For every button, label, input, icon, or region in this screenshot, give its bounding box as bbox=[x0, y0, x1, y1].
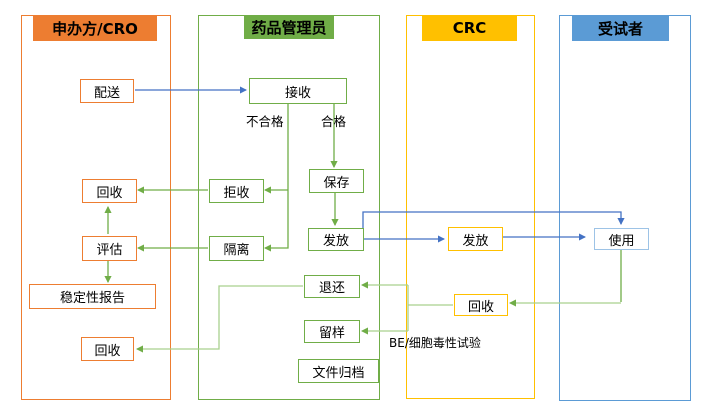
node-receive-label: 接收 bbox=[284, 85, 311, 101]
edge-label-unqualified: 不合格 bbox=[246, 114, 284, 129]
node-recycle-bottom-label: 回收 bbox=[94, 343, 121, 359]
node-dispense-pharmacy-label: 发放 bbox=[322, 234, 349, 249]
lane-title-subject: 受试者 bbox=[597, 19, 643, 38]
lane-title-sponsor: 申办方/CRO bbox=[52, 19, 138, 38]
node-use: 使用 bbox=[594, 228, 649, 250]
node-return: 退还 bbox=[304, 275, 360, 298]
node-evaluate: 评估 bbox=[82, 236, 137, 261]
lane-header-pharmacist: 药品管理员 bbox=[244, 15, 334, 39]
node-dispense-pharmacy: 发放 bbox=[308, 228, 364, 251]
node-file-archive-label: 文件归档 bbox=[312, 365, 365, 381]
node-return-label: 退还 bbox=[318, 281, 345, 296]
node-delivery-label: 配送 bbox=[93, 85, 120, 101]
edge-label-be-test: BE/细胞毒性试验 bbox=[389, 336, 481, 350]
node-stability-report: 稳定性报告 bbox=[29, 284, 156, 309]
lane-title-crc: CRC bbox=[452, 19, 487, 37]
node-recycle-crc: 回收 bbox=[454, 294, 508, 316]
node-quarantine: 隔离 bbox=[209, 236, 264, 261]
lane-subject bbox=[559, 15, 691, 401]
lane-header-crc: CRC bbox=[422, 15, 517, 41]
node-reject: 拒收 bbox=[209, 179, 264, 203]
node-use-label: 使用 bbox=[608, 233, 635, 249]
node-recycle-top-label: 回收 bbox=[96, 185, 123, 201]
node-recycle-crc-label: 回收 bbox=[467, 299, 494, 315]
edge-label-qualified: 合格 bbox=[321, 114, 347, 129]
node-reject-label: 拒收 bbox=[223, 185, 250, 201]
node-retain-sample-label: 留样 bbox=[318, 326, 345, 341]
node-store-label: 保存 bbox=[323, 175, 350, 191]
node-store: 保存 bbox=[309, 169, 364, 193]
node-recycle-top: 回收 bbox=[82, 179, 137, 203]
lane-header-sponsor: 申办方/CRO bbox=[33, 15, 157, 41]
node-quarantine-label: 隔离 bbox=[223, 243, 250, 258]
node-retain-sample: 留样 bbox=[304, 320, 360, 343]
node-dispense-crc: 发放 bbox=[448, 227, 503, 251]
node-receive: 接收 bbox=[249, 78, 347, 104]
lane-header-subject: 受试者 bbox=[572, 15, 669, 41]
node-stability-report-label: 稳定性报告 bbox=[59, 291, 125, 306]
node-file-archive: 文件归档 bbox=[298, 359, 379, 383]
node-dispense-crc-label: 发放 bbox=[462, 233, 489, 249]
node-evaluate-label: 评估 bbox=[96, 243, 123, 258]
lane-title-pharmacist: 药品管理员 bbox=[251, 18, 327, 37]
node-delivery: 配送 bbox=[80, 79, 134, 103]
node-recycle-bottom: 回收 bbox=[81, 337, 134, 361]
